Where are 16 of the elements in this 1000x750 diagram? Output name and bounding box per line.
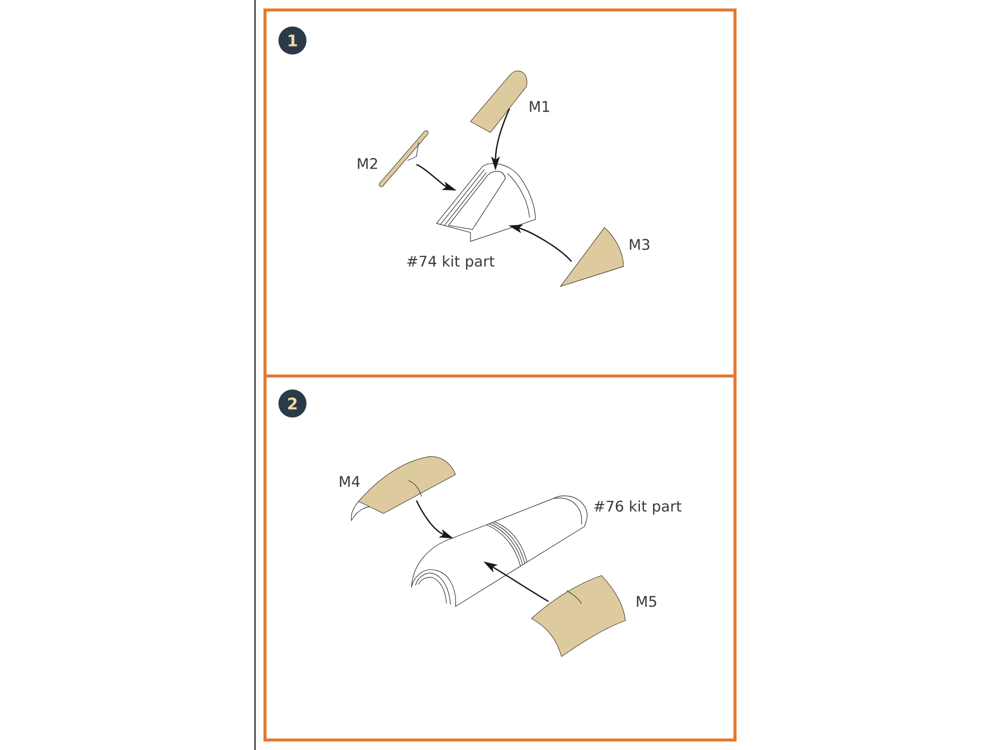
step-number: 2 — [278, 389, 306, 418]
mask-part — [470, 70, 528, 133]
mask-part — [531, 575, 626, 657]
part-label: M1 — [530, 101, 550, 112]
step-panel — [263, 374, 737, 742]
part-label: M3 — [630, 238, 650, 250]
part-label: M4 — [340, 476, 360, 487]
windscreen-part — [436, 163, 536, 242]
part-label: #74 kit part — [407, 255, 494, 270]
step-number: 1 — [278, 26, 306, 54]
part-label: M2 — [358, 158, 377, 169]
part-label: #76 kit part — [594, 500, 682, 515]
mask-part — [378, 130, 428, 188]
part-label: M5 — [636, 596, 656, 607]
canopy-part — [411, 496, 588, 607]
mask-part — [560, 227, 624, 287]
